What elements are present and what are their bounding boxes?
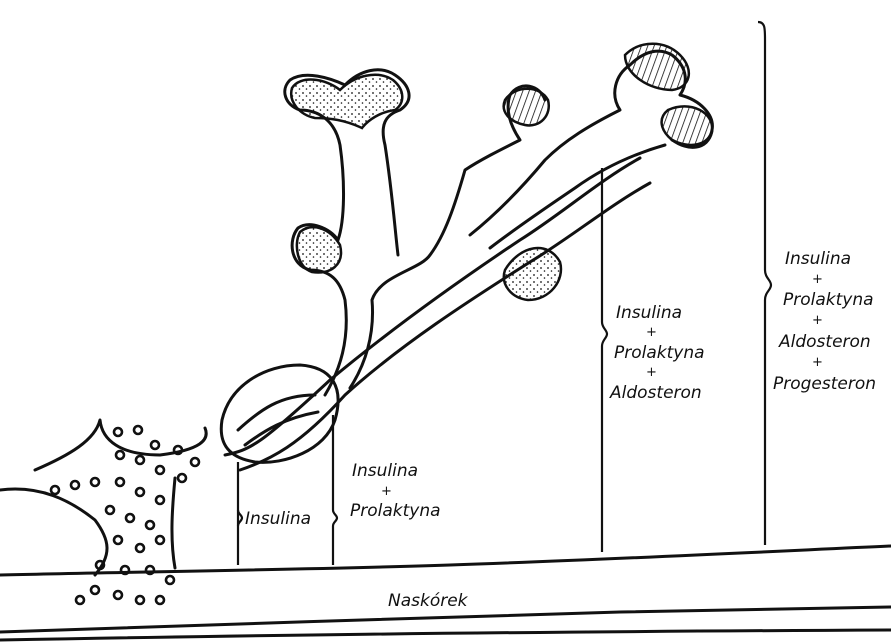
epidermis-label: Naskórek xyxy=(388,591,469,611)
stage1-hormone-insulina: Insulina xyxy=(245,509,311,529)
stage3-plus-1: + xyxy=(646,325,657,340)
main-duct xyxy=(225,158,640,455)
stage4-hormone-progesteron: Progesteron xyxy=(773,374,876,394)
ampulla xyxy=(221,365,338,462)
bracket-stage3-right xyxy=(602,168,607,552)
stage4-label-group: Insulina + Prolaktyna + Aldosteron + Pro… xyxy=(773,249,876,394)
stage4-plus-2: + xyxy=(812,313,823,328)
stage3-hormone-aldosteron: Aldosteron xyxy=(609,383,702,403)
stage2-plus-1: + xyxy=(381,484,392,499)
stage4-plus-3: + xyxy=(812,355,823,370)
stage3-label-group: Insulina + Prolaktyna + Aldosteron xyxy=(609,303,705,403)
skin-line-top xyxy=(0,546,891,575)
fat-cell-circles xyxy=(51,426,199,604)
stage4-hormone-prolaktyna: Prolaktyna xyxy=(783,290,874,310)
stage4-hormone-insulina: Insulina xyxy=(785,249,851,269)
stage3-hormone-insulina: Insulina xyxy=(616,303,682,323)
stage2-hormone-prolaktyna: Prolaktyna xyxy=(350,501,441,521)
stage3-plus-2: + xyxy=(646,365,657,380)
stage3-hormone-prolaktyna: Prolaktyna xyxy=(614,343,705,363)
stage2-label-group: Insulina + Prolaktyna xyxy=(350,461,441,521)
fat-tissue-outline xyxy=(0,420,206,575)
skin-line-lower-2 xyxy=(0,630,891,640)
stage2-hormone-insulina: Insulina xyxy=(352,461,418,481)
stage1-label-group: Insulina xyxy=(245,509,311,529)
bracket-stage1-right xyxy=(333,415,337,565)
bracket-stage4-right xyxy=(758,22,771,545)
stage4-plus-1: + xyxy=(812,272,823,287)
stage4-hormone-aldosteron: Aldosteron xyxy=(778,332,871,352)
